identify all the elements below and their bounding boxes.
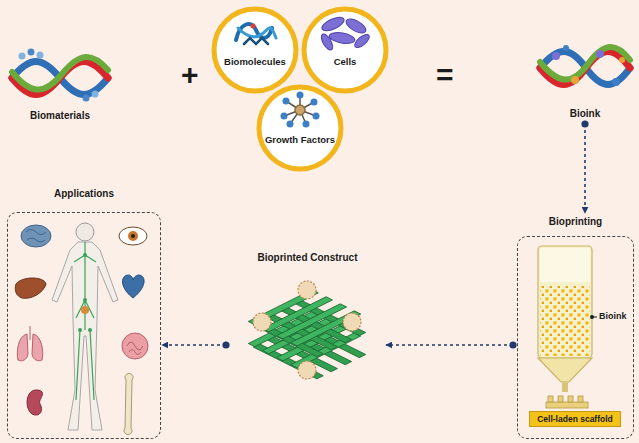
- circle-ring: [214, 9, 296, 91]
- human-figure: [52, 223, 118, 430]
- scaffold-construct: [248, 281, 365, 379]
- node-label: Cells: [334, 56, 357, 67]
- node-label: Growth Factors: [265, 134, 335, 145]
- syringe: [538, 246, 597, 408]
- circle-outline: [256, 84, 344, 172]
- lungs-icon: [17, 326, 42, 361]
- flow-arrow: [386, 344, 513, 346]
- dashed-frame: [7, 212, 161, 439]
- bioprinting-panel: Cell-laden scaffold Bioprinting: [517, 214, 634, 439]
- organ-icons: [15, 225, 148, 435]
- plus-sign: +: [181, 60, 199, 90]
- node-label: Biomaterials: [30, 110, 90, 122]
- equals-sign: =: [436, 60, 454, 90]
- bone-icon: [124, 373, 133, 434]
- ingredient-circle: Growth Factors: [256, 84, 344, 172]
- node-label: Cell-laden scaffold: [537, 414, 613, 424]
- circle-outline: [211, 6, 299, 94]
- circle-outline: [301, 6, 389, 94]
- cells-icon: [319, 14, 371, 51]
- construct-node: Bioprinted Construct: [230, 250, 385, 385]
- circle-ring: [304, 9, 386, 91]
- dashed-frame: [517, 236, 634, 439]
- flow-arrow: [584, 124, 586, 213]
- applications-panel: Applications: [7, 186, 161, 439]
- node-label: Bioink: [570, 108, 601, 120]
- callout-label: Bioink: [599, 312, 627, 321]
- circle-ring: [259, 87, 341, 169]
- heart-icon: [123, 275, 145, 298]
- biomaterial-helix: [12, 49, 108, 102]
- ingredient-icons: [213, 8, 387, 170]
- panel-heading: Bioprinting: [549, 216, 602, 228]
- eye-icon: [119, 227, 147, 245]
- panel-heading: Applications: [54, 188, 114, 200]
- ingredient-circle: Biomolecules: [211, 6, 299, 94]
- material-node: Biomaterials: [5, 40, 115, 122]
- printed-lattice: [546, 396, 588, 408]
- growth-factor-icon: [281, 92, 320, 128]
- intestine-icon: [122, 333, 148, 359]
- scaffold-bar: Cell-laden scaffold: [529, 411, 621, 427]
- protein-icon: [236, 24, 276, 45]
- liver-icon: [15, 278, 46, 298]
- panel-heading: Bioprinted Construct: [258, 252, 358, 264]
- ingredient-circle: Cells: [301, 6, 389, 94]
- node-label: Biomolecules: [224, 56, 286, 67]
- bioink-node: Bioink: [535, 35, 635, 120]
- bioink-helix: [540, 45, 630, 86]
- kidney-icon: [27, 390, 42, 415]
- brain-icon: [21, 225, 51, 247]
- flow-arrow: [162, 344, 226, 346]
